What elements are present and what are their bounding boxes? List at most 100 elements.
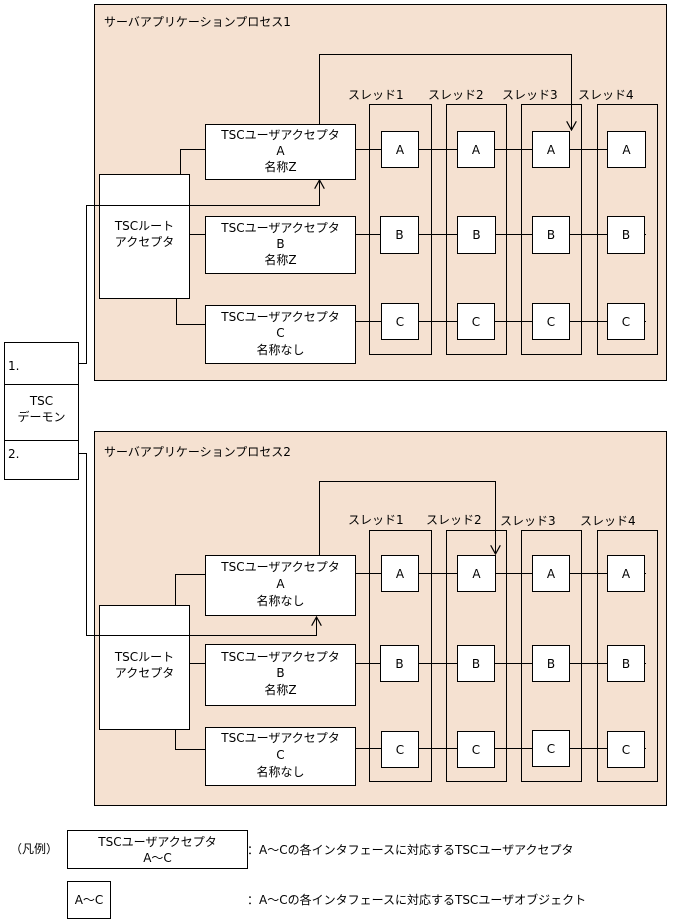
user-acceptor-box-c	[205, 305, 356, 364]
root-connector	[180, 149, 206, 175]
user-acceptor-label: C	[276, 326, 284, 340]
thread-label: スレッド1	[348, 513, 404, 527]
legend-acceptor-label: TSCユーザアクセプタ	[97, 835, 217, 849]
thread-column	[597, 104, 658, 355]
root-connector	[175, 730, 206, 750]
user-acceptor-label: A	[276, 577, 285, 591]
thread-column	[369, 104, 432, 355]
user-object-label: A	[472, 567, 481, 581]
user-acceptor-box-a	[205, 124, 356, 180]
user-object-label: B	[395, 657, 403, 671]
user-object-box	[532, 730, 570, 767]
daemon-step-2: 2.	[8, 447, 19, 461]
thread-column	[521, 530, 582, 782]
dispatch-arrow	[319, 481, 496, 555]
user-acceptor-label: B	[276, 666, 284, 680]
user-object-label: A	[396, 143, 405, 157]
root-connector	[176, 299, 206, 325]
legend-acceptor-label: A〜C	[143, 851, 172, 865]
user-object-box	[380, 645, 419, 682]
user-object-box	[607, 731, 645, 768]
process-1-title: サーバアプリケーションプロセス1	[104, 15, 291, 29]
user-acceptor-label: 名称なし	[256, 764, 304, 779]
root-acceptor-label: TSCルート	[114, 219, 174, 233]
user-acceptor-label: 名称なし	[256, 342, 304, 357]
user-acceptor-label: TSCユーザアクセプタ	[220, 560, 340, 574]
user-acceptor-label: 名称なし	[256, 593, 304, 608]
user-object-box	[532, 131, 570, 168]
user-object-label: A	[622, 567, 631, 581]
user-acceptor-label: 名称Z	[264, 159, 296, 174]
user-acceptor-label: TSCユーザアクセプタ	[220, 310, 340, 324]
user-object-label: C	[472, 315, 480, 329]
thread-label: スレッド3	[500, 514, 556, 528]
process-1: サーバアプリケーションプロセス1 スレッド1 スレッド2 スレッド3 スレッド4…	[94, 4, 667, 381]
user-acceptor-label: C	[276, 748, 284, 762]
tsc-daemon: 1. TSC デーモン 2.	[4, 342, 79, 480]
user-object-box	[532, 216, 570, 254]
root-acceptor-label: TSCルート	[114, 650, 174, 664]
root-acceptor-label: アクセプタ	[115, 666, 174, 680]
user-acceptor-box-c	[205, 727, 356, 786]
daemon-box	[4, 342, 79, 480]
user-acceptor-label: TSCユーザアクセプタ	[220, 128, 340, 142]
user-object-box	[381, 131, 419, 168]
user-object-box	[380, 216, 419, 254]
user-object-box	[457, 555, 496, 592]
thread-column	[521, 104, 582, 355]
user-acceptor-label: TSCユーザアクセプタ	[220, 731, 340, 745]
route-arrow-2	[78, 453, 317, 636]
thread-label: スレッド3	[502, 88, 558, 102]
user-acceptor-label: 名称Z	[264, 682, 296, 697]
user-acceptor-label: A	[276, 144, 285, 158]
user-object-label: C	[547, 315, 555, 329]
thread-column	[446, 104, 507, 355]
user-object-box	[381, 303, 419, 340]
thread-label: スレッド1	[348, 88, 404, 102]
user-object-label: A	[396, 567, 405, 581]
user-object-box	[607, 645, 645, 682]
user-acceptor-label: B	[276, 237, 284, 251]
process-2: サーバアプリケーションプロセス2 スレッド1 スレッド2 スレッド3 スレッド4…	[94, 431, 667, 806]
root-acceptor-box	[99, 174, 190, 299]
user-object-box	[457, 216, 496, 254]
thread-column	[597, 530, 658, 782]
user-object-box	[532, 303, 570, 340]
user-object-label: A	[547, 567, 556, 581]
legend-acceptor-box	[67, 830, 248, 869]
user-acceptor-label: TSCユーザアクセプタ	[220, 650, 340, 664]
user-object-box	[457, 645, 495, 682]
user-object-label: C	[396, 743, 404, 757]
legend-object-desc: ：A〜Cの各インタフェースに対応するTSCユーザオブジェクト	[247, 892, 586, 907]
route-arrow-1	[78, 180, 320, 364]
user-object-label: C	[396, 315, 404, 329]
user-object-label: A	[472, 143, 481, 157]
legend: （凡例） TSCユーザアクセプタ A〜C ：A〜Cの各インタフェースに対応するT…	[10, 830, 586, 919]
user-object-box	[457, 731, 495, 768]
thread-label: スレッド4	[578, 88, 634, 102]
user-object-label: B	[472, 657, 480, 671]
user-object-box	[457, 303, 495, 340]
user-object-label: A	[622, 143, 631, 157]
user-object-label: C	[472, 743, 480, 757]
root-connector	[175, 574, 206, 606]
daemon-step-1: 1.	[8, 359, 19, 373]
user-object-box	[381, 555, 419, 592]
user-acceptor-label: 名称Z	[264, 252, 296, 267]
user-object-box	[381, 731, 419, 768]
user-object-label: B	[395, 228, 403, 242]
user-object-label: A	[547, 143, 556, 157]
legend-object-box	[67, 881, 111, 919]
daemon-label: デーモン	[17, 409, 65, 424]
user-object-box	[607, 216, 645, 254]
thread-label: スレッド2	[428, 88, 484, 102]
daemon-label: TSC	[29, 394, 53, 408]
user-object-label: B	[547, 228, 555, 242]
user-object-label: C	[547, 742, 555, 756]
root-acceptor-label: アクセプタ	[115, 235, 174, 249]
thread-label: スレッド2	[426, 513, 482, 527]
thread-column	[446, 530, 507, 782]
user-object-box	[532, 645, 570, 682]
root-acceptor-box	[99, 605, 190, 730]
